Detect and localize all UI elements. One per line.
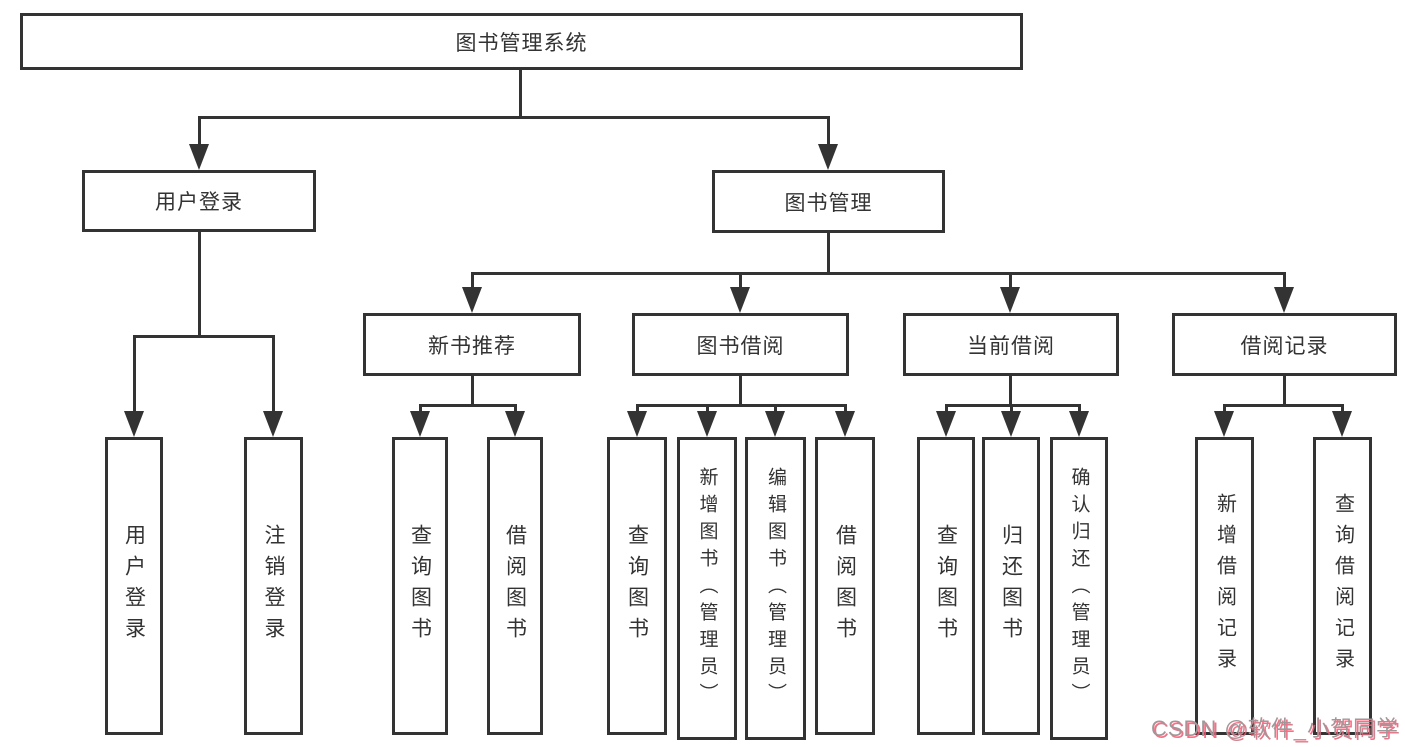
leaf-label: 新增图书（管理员） [696,467,718,710]
arrow-down-icon [627,411,647,437]
arrow-down-icon [505,411,525,437]
connector-line [419,404,422,414]
connector-line [471,272,474,290]
connector-line [471,272,1285,275]
leaf-borrow-book-2: 借阅图书 [815,437,875,735]
connector-line [1341,404,1344,414]
leaf-query-book-2: 查询图书 [607,437,667,735]
connector-line [1078,404,1081,414]
connector-line [739,376,742,407]
leaf-label: 注销登录 [262,524,285,648]
arrow-down-icon [1001,411,1021,437]
node-label: 图书管理系统 [455,31,588,55]
connector-line [945,404,1081,407]
connector-line [198,232,201,338]
connector-line [827,233,830,275]
arrow-down-icon [818,144,838,170]
connector-line [198,116,201,148]
leaf-logout: 注销登录 [244,437,303,735]
arrow-down-icon [697,411,717,437]
leaf-label: 查询图书 [408,524,432,648]
connector-line [945,404,948,414]
leaf-label: 查询图书 [934,524,958,648]
connector-line [198,116,830,119]
connector-line [133,335,275,338]
connector-line [471,376,474,407]
leaf-query-borrow-record: 查询借阅记录 [1313,437,1372,735]
watermark: CSDN @软件_小贺同学 [1150,716,1399,741]
connector-line [519,70,522,118]
arrow-down-icon [263,411,283,437]
node-user-login: 用户登录 [82,170,316,232]
node-label: 新书推荐 [428,334,516,358]
arrow-down-icon [410,411,430,437]
connector-line [1009,376,1012,407]
connector-line [1283,272,1286,290]
node-label: 用户登录 [155,191,243,214]
leaf-add-book-admin: 新增图书（管理员） [677,437,737,740]
leaf-label: 确认归还（管理员） [1068,467,1090,710]
connector-line [1283,376,1286,407]
node-book-management: 图书管理 [712,170,945,233]
connector-line [514,404,517,414]
leaf-label: 借阅图书 [503,524,527,648]
leaf-label: 查询图书 [625,524,649,648]
connector-line [827,116,830,148]
leaf-borrow-book-1: 借阅图书 [487,437,543,735]
connector-line [272,335,275,415]
leaf-confirm-return-admin: 确认归还（管理员） [1050,437,1108,740]
leaf-label: 归还图书 [999,524,1023,648]
arrow-down-icon [765,411,785,437]
leaf-query-book-3: 查询图书 [917,437,975,735]
connector-line [636,404,639,414]
node-new-book-recommend: 新书推荐 [363,313,581,376]
arrow-down-icon [462,287,482,313]
leaf-label: 借阅图书 [833,524,857,648]
node-label: 图书管理 [784,191,873,215]
leaf-query-book-1: 查询图书 [392,437,448,735]
node-label: 当前借阅 [967,334,1055,358]
node-label: 借阅记录 [1240,334,1329,358]
connector-line [1223,404,1226,414]
node-root-system: 图书管理系统 [20,13,1023,70]
connector-line [844,404,847,414]
node-book-borrow: 图书借阅 [632,313,849,376]
connector-line [1223,404,1344,407]
leaf-label: 用户登录 [122,524,146,648]
arrow-down-icon [730,287,750,313]
node-borrow-records: 借阅记录 [1172,313,1397,376]
node-label: 图书借阅 [696,334,785,358]
arrow-down-icon [1274,287,1294,313]
leaf-user-login: 用户登录 [105,437,163,735]
connector-line [636,404,846,407]
arrow-down-icon [936,411,956,437]
leaf-label: 新增借阅记录 [1213,493,1236,679]
arrow-down-icon [1069,411,1089,437]
arrow-down-icon [835,411,855,437]
arrow-down-icon [1332,411,1352,437]
connector-line [1010,404,1013,414]
leaf-label: 查询借阅记录 [1331,493,1354,679]
connector-line [1009,272,1012,290]
leaf-return-book: 归还图书 [982,437,1040,735]
leaf-edit-book-admin: 编辑图书（管理员） [745,437,806,740]
connector-line [419,404,517,407]
arrow-down-icon [1000,287,1020,313]
leaf-label: 编辑图书（管理员） [765,467,786,710]
connector-line [706,404,709,414]
connector-line [774,404,777,414]
connector-line [739,272,742,290]
arrow-down-icon [1214,411,1234,437]
arrow-down-icon [124,411,144,437]
arrow-down-icon [189,144,209,170]
leaf-add-borrow-record: 新增借阅记录 [1195,437,1254,735]
connector-line [133,335,136,415]
node-current-borrow: 当前借阅 [903,313,1119,376]
